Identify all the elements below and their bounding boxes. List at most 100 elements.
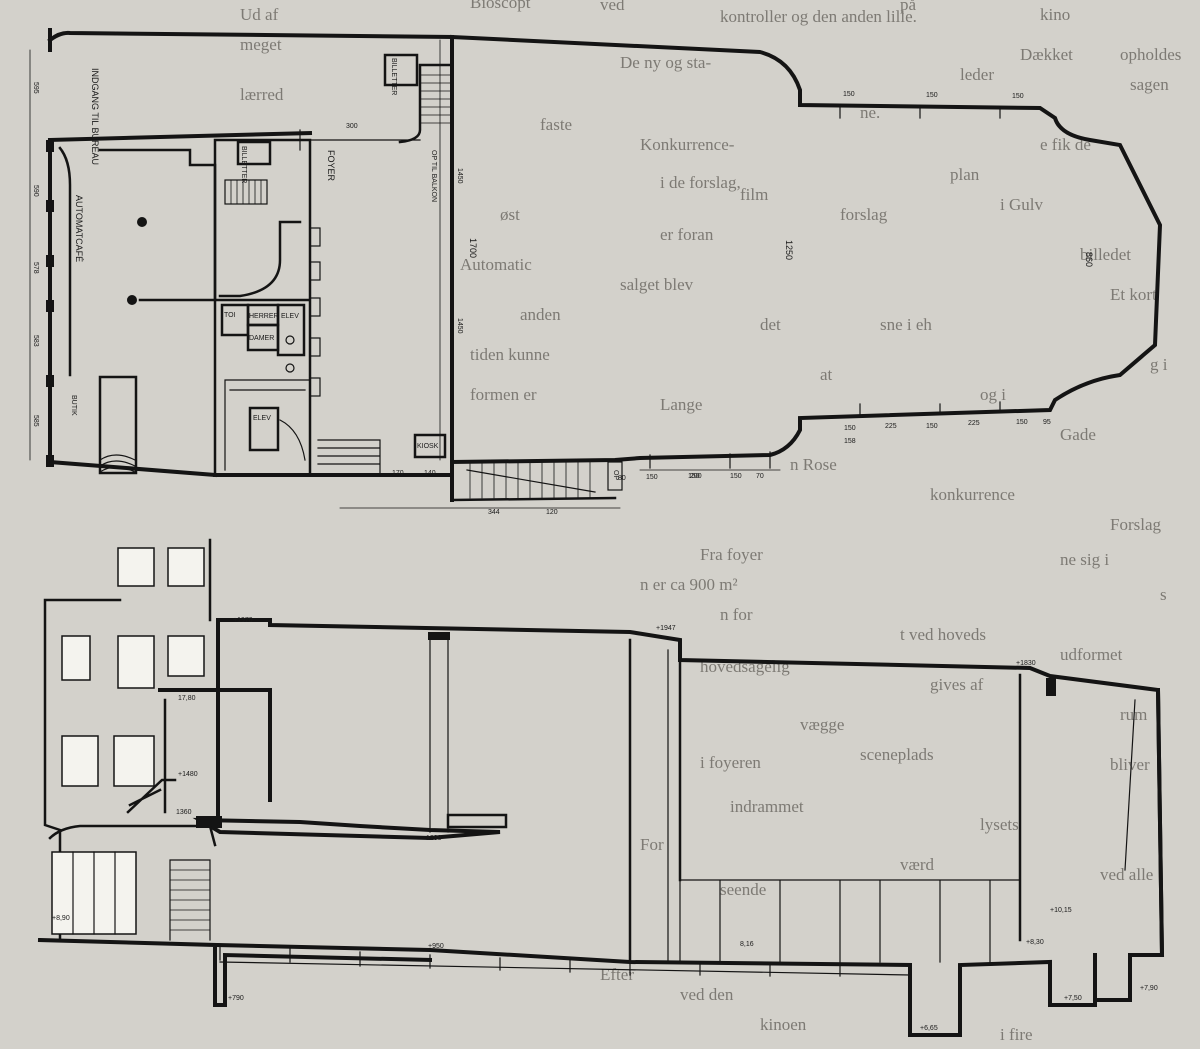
balcony-stair-treads [419,74,453,124]
ticket-label-top: BILLETTER [390,58,397,95]
dim-225-b: 225 [968,420,980,427]
window [117,547,155,587]
dim-1700: 1700 [468,238,478,258]
bg-line: film [740,185,768,204]
cafe-back-wall [98,148,217,302]
dim-583: 583 [32,335,39,347]
window [113,735,155,787]
dim-150-b: 150 [926,92,938,99]
dim-150-g: 150 [646,474,658,481]
small-up-label: OP [612,470,619,480]
foyer-door-row [309,227,321,397]
dim-585: 585 [32,415,39,427]
dim-120: 120 [546,509,558,516]
raked-seating [219,944,841,977]
level-830: +8,30 [1026,939,1044,946]
bg-line: gives af [930,675,984,694]
elevator-bottom-shaft [248,406,280,452]
dim-344: 344 [488,509,500,516]
wc-fixture [285,363,295,373]
level-1830: +1830 [1016,660,1036,667]
level-1780: 17,80 [178,695,196,702]
wc-fixture [285,335,295,345]
bg-line: lærred [240,85,284,104]
dim-150-e: 150 [926,423,938,430]
bg-line: ved den [680,985,734,1004]
core-stair [224,179,268,205]
level-1298: 1298 [426,835,442,842]
bg-line: ved [600,0,625,14]
balcony-railing [446,813,508,829]
column [46,455,54,467]
bg-line: er foran [660,225,714,244]
column [46,300,54,312]
dim-150-f: 150 [1016,419,1028,426]
bg-line: Fra foyer [700,545,763,564]
auditorium-exits [649,104,1001,469]
level-950: +950 [428,943,444,950]
bg-line: at [820,365,833,384]
toilet-label: TOI [224,312,236,319]
window [167,635,205,677]
neighbour-facade [43,538,212,942]
stair-arrow [466,469,596,493]
stair-up-label: OP TIL BALKON [430,150,437,202]
dim-595: 595 [32,82,39,94]
stage-back-wall [1093,687,1165,1002]
window [117,635,155,689]
bg-line: s [1160,585,1167,604]
dim-140: 140 [424,470,436,477]
canopy [48,824,217,847]
bg-line: forslag [840,205,888,224]
dim-150-c: 150 [1012,93,1024,100]
bg-line: opholdes [1120,45,1181,64]
bg-line: sceneplads [860,745,934,764]
bg-line: Et kort [1110,285,1157,304]
ticket-label-mid: BILLETTER [240,146,247,183]
dim-95: 95 [1043,419,1051,426]
small-exit-stair [607,461,623,491]
bg-line: lysets [980,815,1019,834]
column [46,255,54,267]
stage-curtain-line [1124,699,1136,871]
bg-line: bliver [1110,755,1150,774]
dim-860: 860 [1084,252,1094,267]
south-stair [466,461,596,499]
bg-line: leder [960,65,994,84]
bg-line: plan [950,165,980,184]
service-stair [224,379,311,471]
elevator-top-shaft [276,303,306,357]
bg-line: sagen [1130,75,1169,94]
balcony-slab [192,817,501,841]
level-665: +6,65 [920,1025,938,1032]
foyer-label: FOYER [326,150,336,182]
column [46,140,54,152]
door [309,227,321,247]
bg-line: sne i eh [880,315,932,334]
interior-column [137,217,147,227]
section-foyer-stair-treads [169,869,211,931]
cafe-south-wall [47,459,218,478]
window [167,547,205,587]
dim-170: 170 [392,470,404,477]
level-750: +7,50 [1064,995,1082,1002]
basement-stair-treads [317,439,381,476]
column [46,200,54,212]
central-core [213,138,312,477]
bg-line: For [640,835,664,854]
toilet-cell [220,303,250,337]
damer-label: DAMER [249,335,274,342]
dim-150-h: 150 [688,473,700,480]
cafe-counter [58,146,72,377]
level-1947: +1947 [656,625,676,632]
ticket-booth-top [383,53,419,87]
window [61,735,99,787]
bg-line: i fire [1000,1025,1033,1044]
stall-floor [219,961,911,976]
bg-line: Ud af [240,5,279,24]
bg-line: Dækket [1020,45,1073,64]
window [61,635,91,681]
butik-room [98,375,138,475]
dim-1250: 1250 [784,240,794,260]
